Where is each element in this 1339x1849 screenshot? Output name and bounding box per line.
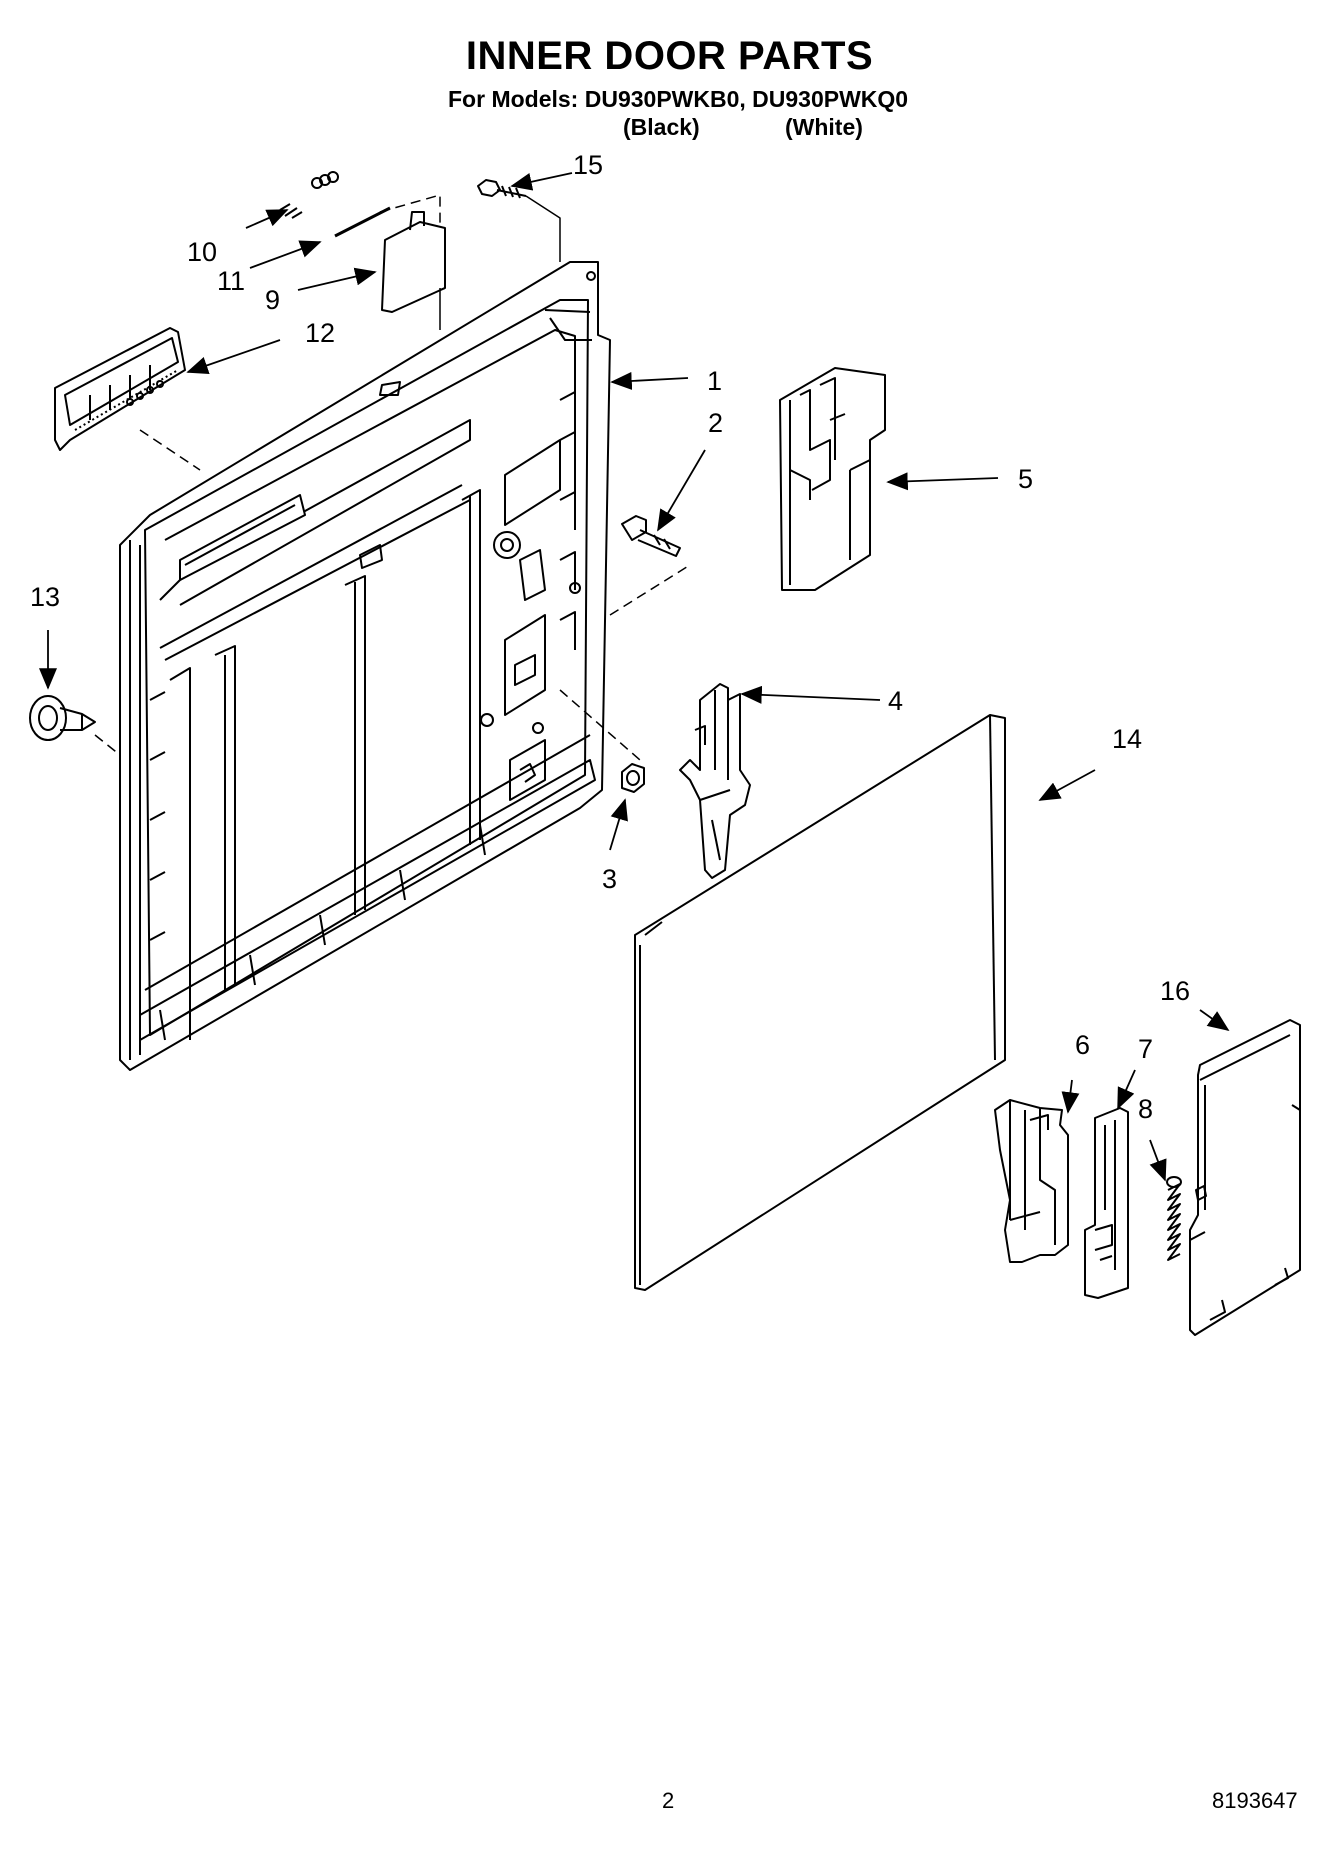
callout-11: 11	[217, 266, 246, 296]
callout-15: 15	[573, 150, 604, 180]
callout-16: 16	[1160, 976, 1191, 1006]
hinge-pin	[621, 515, 681, 557]
door-handle	[54, 327, 186, 451]
callout-7: 7	[1138, 1034, 1154, 1064]
callout-13: 13	[30, 582, 61, 612]
models-line: For Models: DU930PWKB0, DU930PWKQ0	[448, 86, 909, 112]
vent-bracket-5	[779, 367, 886, 591]
page-title: INNER DOOR PARTS	[465, 34, 874, 78]
spring-8	[1166, 1176, 1182, 1261]
callout-6: 6	[1075, 1030, 1091, 1060]
spring-and-rod	[279, 171, 391, 238]
callout-9: 9	[265, 285, 281, 315]
callout-3: 3	[602, 864, 618, 894]
callout-12: 12	[305, 318, 336, 348]
callout-4: 4	[888, 686, 904, 716]
assembly-lines	[94, 194, 691, 761]
callout-2: 2	[708, 408, 724, 438]
document-number: 8193647	[1212, 1788, 1298, 1813]
door-glass-panel-14	[634, 714, 1006, 1291]
side-trim-16	[1189, 1019, 1301, 1336]
callout-arrows	[39, 172, 1230, 1182]
hinge-bracket-6	[994, 1099, 1069, 1263]
door-latch-4	[679, 683, 751, 879]
variant-white: (White)	[785, 114, 863, 140]
screw-15	[477, 179, 527, 199]
callout-10: 10	[187, 237, 218, 267]
latch-cover	[381, 211, 446, 313]
nut-3	[621, 763, 645, 793]
callout-1: 1	[707, 366, 723, 396]
variant-black: (Black)	[623, 114, 700, 140]
callout-8: 8	[1138, 1094, 1154, 1124]
leader-lines	[439, 195, 561, 330]
slide-7	[1084, 1107, 1129, 1299]
door-bumper	[29, 695, 96, 741]
callout-14: 14	[1112, 724, 1143, 754]
inner-door-panel	[119, 261, 611, 1071]
page-number: 2	[662, 1788, 675, 1813]
callout-5: 5	[1018, 464, 1034, 494]
